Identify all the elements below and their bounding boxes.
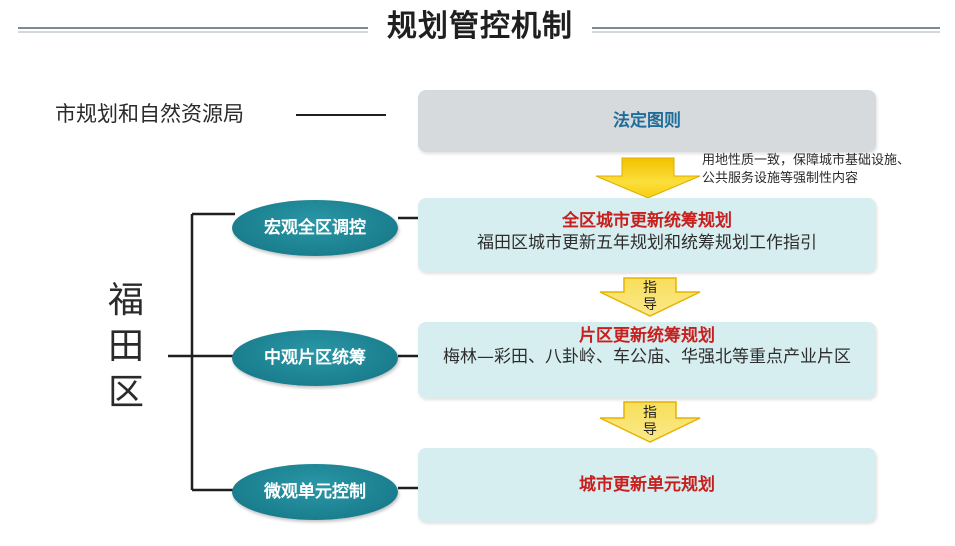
page-title: 规划管控机制 — [387, 9, 573, 44]
level-meso-title: 片区更新统筹规划 — [579, 326, 715, 346]
level-meso-sub: 梅林—彩田、八卦岭、车公庙、华强北等重点产业片区 — [443, 347, 851, 367]
down-arrow-main — [595, 157, 701, 199]
level-meso-ellipse: 中观片区统筹 — [232, 330, 398, 386]
authority-label: 市规划和自然资源局 — [55, 102, 244, 126]
level-macro-box: 全区城市更新统筹规划 福田区城市更新五年规划和统筹规划工作指引 — [418, 198, 876, 272]
level-meso-box: 片区更新统筹规划 梅林—彩田、八卦岭、车公庙、华强北等重点产业片区 — [418, 322, 876, 398]
level-macro-title: 全区城市更新统筹规划 — [562, 211, 732, 231]
level-macro-sub: 福田区城市更新五年规划和统筹规划工作指引 — [477, 233, 817, 253]
level-micro-title: 城市更新单元规划 — [579, 475, 715, 495]
level-micro-box: 城市更新单元规划 — [418, 448, 876, 522]
guide-arrow-2-label: 指导 — [643, 405, 657, 438]
statutory-plan-label: 法定图则 — [613, 111, 681, 131]
level-macro-ellipse: 宏观全区调控 — [232, 200, 398, 256]
arrow-note: 用地性质一致，保障城市基础设施、公共服务设施等强制性内容 — [702, 153, 911, 186]
guide-arrow-2 — [599, 401, 701, 443]
statutory-plan-box: 法定图则 — [418, 90, 876, 152]
guide-arrow-1-label: 指导 — [643, 280, 657, 313]
district-label: 福田区 — [107, 280, 144, 413]
level-micro-ellipse: 微观单元控制 — [232, 464, 398, 520]
guide-arrow-1 — [599, 277, 701, 317]
